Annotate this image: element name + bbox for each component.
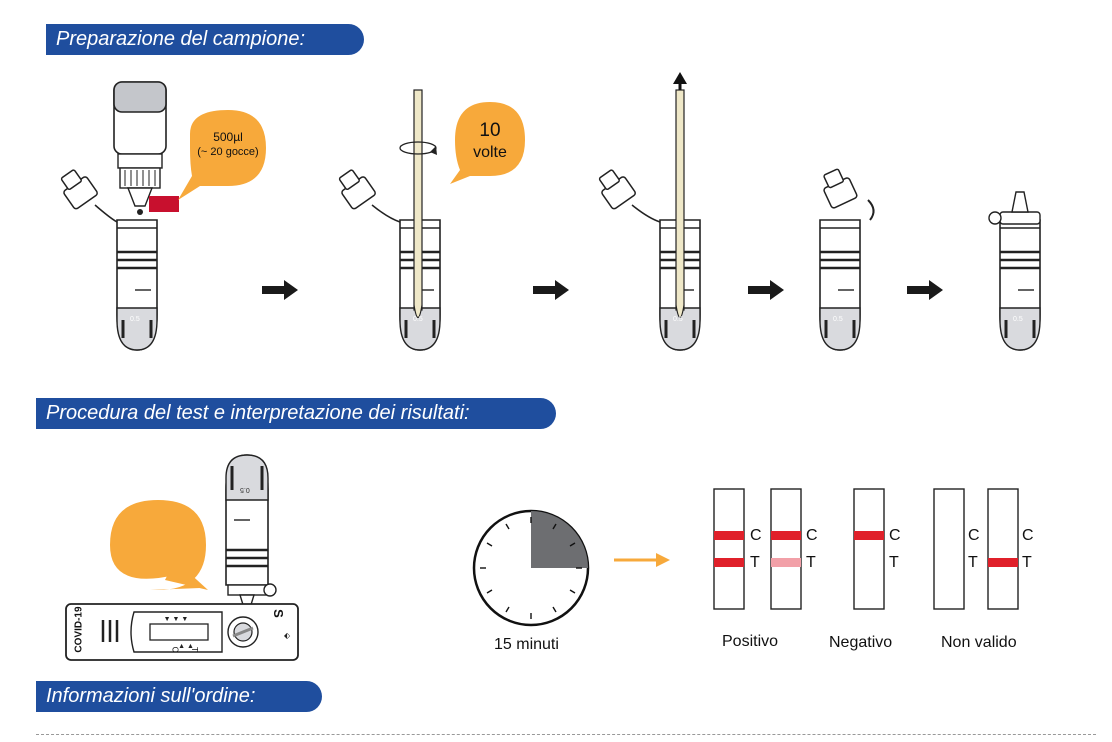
svg-text:▼ ▼ ▼: ▼ ▼ ▼ (164, 616, 189, 623)
result-negative-label: Negativo (829, 634, 893, 651)
strip1-t-label: T (750, 554, 760, 571)
dropper-bottle (113, 81, 179, 215)
strip-invalid-2 (987, 488, 1019, 610)
strip-positive-2 (770, 488, 802, 610)
strip4-c-label: C (968, 527, 980, 544)
swab-stick (413, 89, 423, 319)
section-title-preparation: Preparazione del campione: (46, 24, 364, 55)
section-title-ordering: Informazioni sull'ordine: (36, 681, 322, 712)
step2-tube (338, 168, 442, 352)
rotation-icon (399, 141, 437, 155)
test-cassette: ▼ ▼ ▼ ▲ ▲ ⬙ (65, 603, 299, 661)
strip5-t-label: T (1022, 554, 1032, 571)
strip1-c-label: C (750, 527, 762, 544)
count-number: 10 (479, 120, 501, 141)
bottom-divider (36, 734, 1096, 735)
svg-text:⬙: ⬙ (283, 633, 292, 640)
step1-open-cap (60, 168, 100, 211)
strip-invalid-1 (933, 488, 965, 610)
tube-mark-4: 0.5 (833, 316, 843, 323)
section-title-procedure: Procedura del test e interpretazione dei… (36, 398, 556, 429)
strip4-t-label: T (968, 554, 978, 571)
cassette-test-label: T (189, 647, 199, 652)
volume-text: 500µl (213, 130, 243, 144)
arrows-row1 (262, 280, 943, 300)
cassette-control-label: C (170, 646, 180, 653)
volume-speech-bubble (178, 110, 266, 200)
strip3-t-label: T (889, 554, 899, 571)
tube-mark-1: 0.5 (130, 316, 140, 323)
step3-tube (598, 72, 702, 352)
count-speech-bubble (450, 102, 525, 184)
cassette-brand: COVID-19 (73, 606, 85, 653)
tube-mark-2: 0.5 (413, 316, 423, 323)
result-positive-label: Positivo (722, 633, 779, 650)
tube-mark-5: 0.5 (1013, 316, 1023, 323)
step5-tube (988, 191, 1042, 352)
strip2-c-label: C (806, 527, 818, 544)
step4-tube (817, 165, 875, 352)
up-arrow-icon (673, 72, 687, 84)
timer-label: 15 minuti (494, 636, 559, 653)
cassette-sample-label: S (270, 609, 286, 618)
tube-mark-3: 0.5 (673, 316, 683, 323)
result-invalid-label: Non valido (941, 634, 1017, 651)
strip-positive-1 (713, 488, 745, 610)
timer-clock (472, 509, 590, 627)
drop-speech-bubble (110, 500, 208, 590)
svg-text:▲ ▲: ▲ ▲ (178, 643, 194, 650)
drops-text: (~ 20 gocce) (197, 146, 259, 158)
strip3-c-label: C (889, 527, 901, 544)
strip2-t-label: T (806, 554, 816, 571)
count-unit: volte (473, 144, 507, 161)
step1-tube (60, 168, 159, 352)
strip5-c-label: C (1022, 527, 1034, 544)
tube-mark-inverted: 0.5 (240, 486, 250, 493)
orange-arrow-icon (614, 553, 670, 567)
strip-negative (853, 488, 885, 610)
inverted-tube (225, 454, 277, 614)
